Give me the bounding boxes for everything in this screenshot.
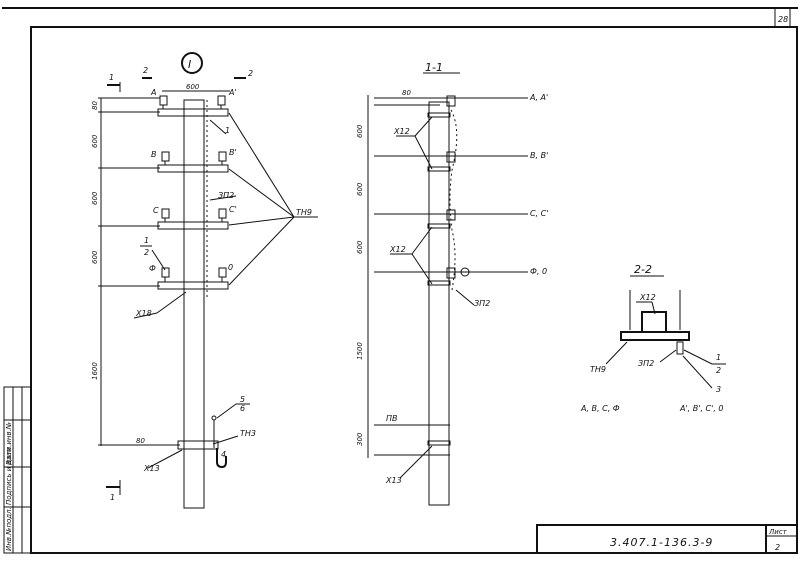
sheet-number: 2 <box>775 543 780 552</box>
view-1: I 1 2 2 1 600 <box>91 52 318 509</box>
callout-56-den: 6 <box>240 404 245 413</box>
phase-left-a: А <box>150 88 156 97</box>
callout-frac-den: 2 <box>144 248 149 257</box>
phase-right-c: С' <box>229 205 237 214</box>
view2-dim-600-2: 600 <box>356 182 364 196</box>
dim-crossarm-spacing: 600 <box>186 83 200 91</box>
section-mark-1-bottom: 1 <box>110 493 115 502</box>
view3-callout-x12: Х12 <box>639 293 656 302</box>
view2-dim-1500: 1500 <box>356 342 364 360</box>
view3-frac-num: 1 <box>716 353 721 362</box>
crossarm-3 <box>157 221 229 230</box>
dim-600-2: 600 <box>91 191 99 205</box>
insulators-view-1 <box>159 95 227 282</box>
view2-callout-zp2: ЗП2 <box>474 299 490 308</box>
view2-phase-c: С, С' <box>530 209 548 218</box>
dim-1600: 1600 <box>91 362 99 380</box>
callout-4: 4 <box>221 450 226 459</box>
callout-56-num: 5 <box>240 395 245 404</box>
page-number: 28 <box>778 15 788 24</box>
view2-callout-x12-b: Х12 <box>389 245 406 254</box>
stamp-cell-inv: Инв.№подл. <box>5 507 13 551</box>
view3-callout-zp2: ЗП2 <box>638 359 654 368</box>
phase-left-b: В <box>151 150 157 159</box>
crossarm-4 <box>157 281 229 290</box>
dim-600-3: 600 <box>91 250 99 264</box>
view-1-1-title: 1-1 <box>425 61 443 74</box>
pole-2 <box>428 101 450 506</box>
phase-right-a: А' <box>228 88 237 97</box>
crossarm-1 <box>157 108 229 117</box>
phase-right-0: 0 <box>228 263 233 272</box>
stamp-cell-sign: Подпись и дата <box>5 447 13 505</box>
section-mark-2-left: 2 <box>143 66 148 75</box>
crossarm-2 <box>157 164 229 173</box>
drawing-frame <box>2 7 798 554</box>
dim-600-1: 600 <box>91 134 99 148</box>
sheet-label: Лист <box>768 528 788 536</box>
view2-dim-top: 80 <box>402 89 411 97</box>
view3-callout-3: 3 <box>716 385 721 394</box>
view2-dim-300: 300 <box>356 432 364 446</box>
view2-phase-a: А, А' <box>529 93 548 102</box>
title-block <box>536 524 798 554</box>
callout-tn9-leaders <box>228 112 318 286</box>
view-2-2: 2-2 Х12 ТН9 ЗП2 1 2 3 А, В, С, Ф А', В',… <box>580 263 726 413</box>
callout-tn3: ТН3 <box>240 429 256 438</box>
callout-tn9: ТН9 <box>296 208 312 217</box>
view3-label-right: А', В', С', 0 <box>679 404 724 413</box>
view2-clamps <box>427 95 470 446</box>
view2-phase-b: В, В' <box>530 151 548 160</box>
phase-left-c: С <box>153 206 159 215</box>
view-2-2-title: 2-2 <box>634 263 652 276</box>
view2-dim-600-3: 600 <box>356 240 364 254</box>
phase-right-b: В' <box>229 148 237 157</box>
view3-frac-den: 2 <box>716 366 721 375</box>
document-code: 3.407.1-136.3-9 <box>610 536 713 549</box>
section-mark-1-top: 1 <box>109 73 114 82</box>
callout-frac-num: 1 <box>144 236 149 245</box>
view3-label-left: А, В, С, Ф <box>580 404 620 413</box>
callout-x13-view1: Х13 <box>143 464 160 473</box>
dim-bottom-offset: 80 <box>136 437 145 445</box>
view3-bracket <box>641 311 667 333</box>
phase-left-f: Ф <box>149 264 156 273</box>
view3-crossarm <box>620 331 690 341</box>
view2-callout-x13: Х13 <box>385 476 402 485</box>
dim-top-offset: 80 <box>91 101 99 110</box>
pole-1 <box>183 99 205 509</box>
callout-1: 1 <box>225 126 230 135</box>
view-1-title: I <box>188 58 191 71</box>
view2-callout-pv: ПВ <box>386 414 398 423</box>
callout-x18: Х18 <box>135 309 152 318</box>
view2-phase-f: Ф, 0 <box>530 267 547 276</box>
callout-zp2-view1: ЗП2 <box>218 191 234 200</box>
side-stamp: Инв.№подл. Подпись и дата Взам.инв.№ <box>3 386 32 554</box>
view3-callout-tn9: ТН9 <box>590 365 606 374</box>
view2-dim-600-1: 600 <box>356 124 364 138</box>
stamp-cell-replace: Взам.инв.№ <box>5 422 13 465</box>
section-mark-2-right: 2 <box>248 69 253 78</box>
view-1-title-circle <box>181 52 203 74</box>
view-1-1: 1-1 80 600 600 600 1500 300 <box>356 61 548 506</box>
view2-callout-x12-a: Х12 <box>393 127 410 136</box>
